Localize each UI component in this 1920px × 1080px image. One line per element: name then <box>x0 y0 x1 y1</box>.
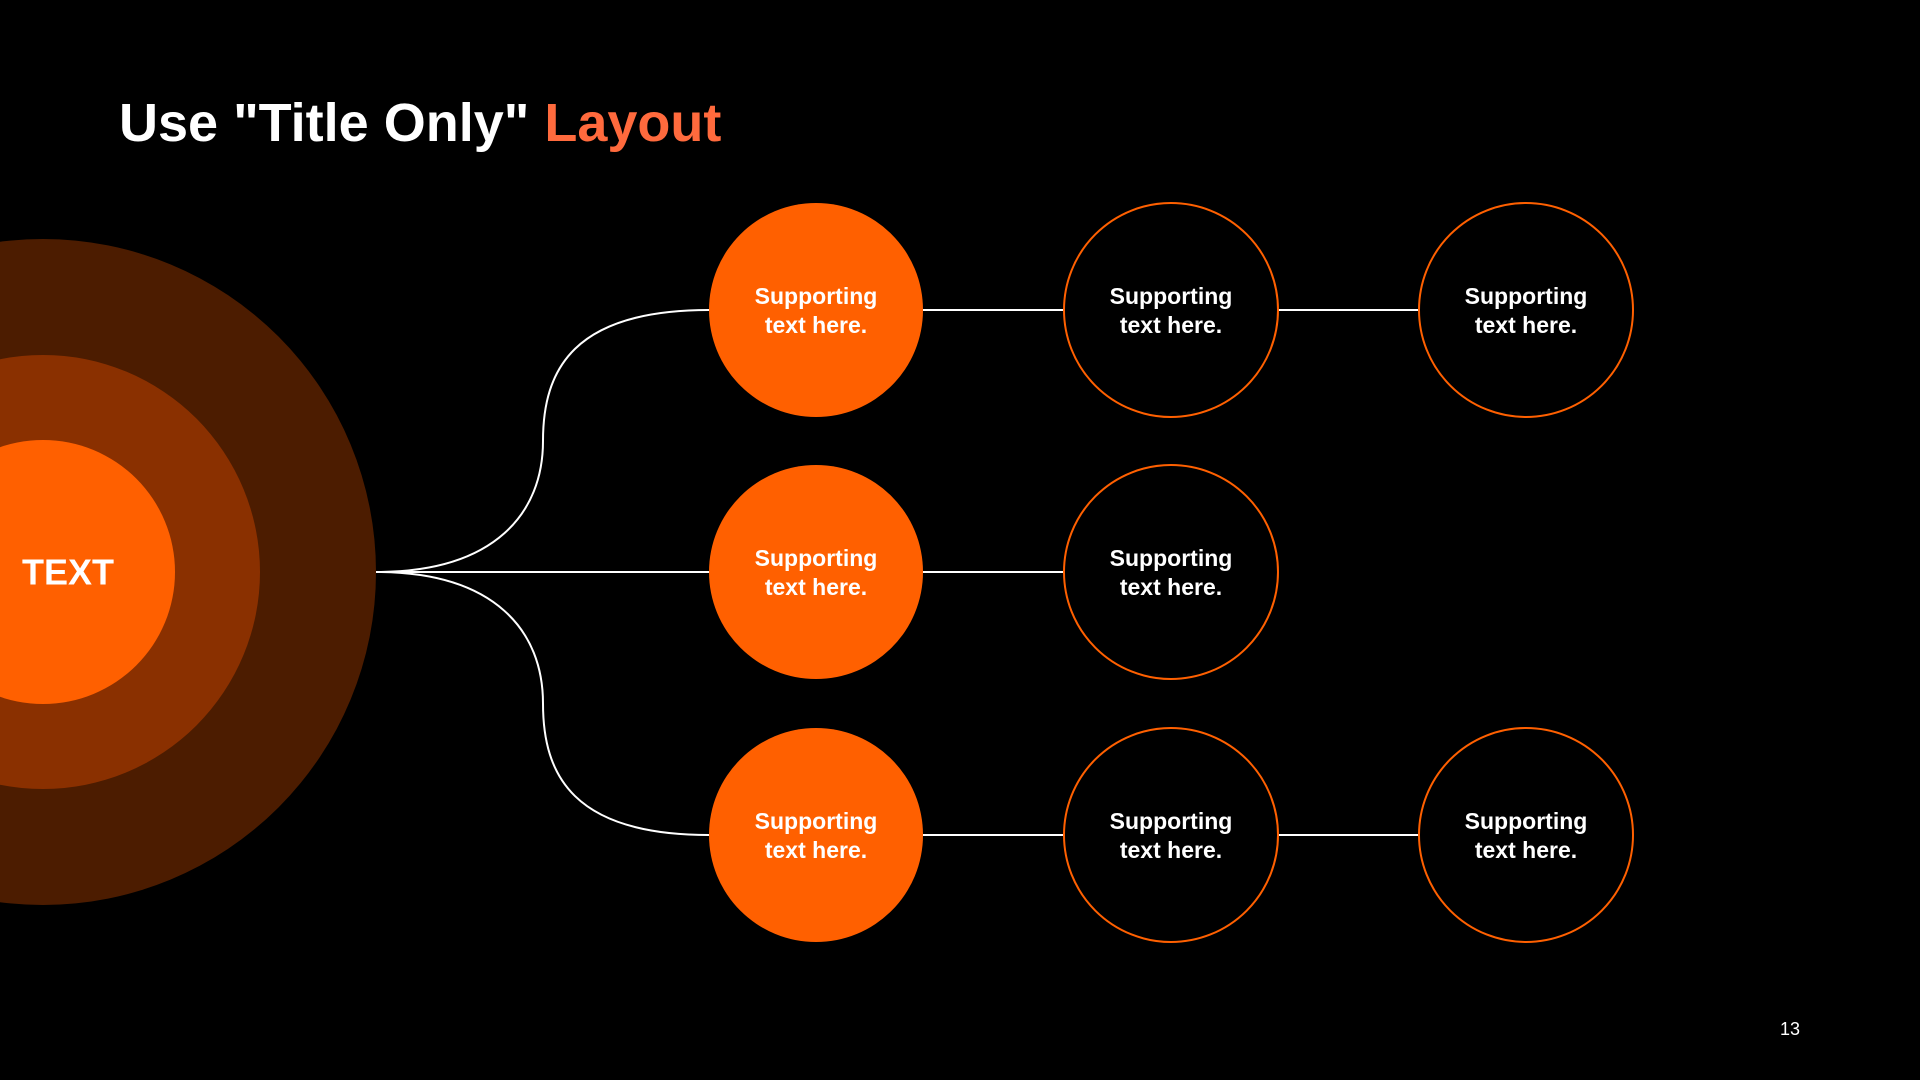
filled-node-circle <box>709 203 923 417</box>
outline-node-circle <box>1418 727 1634 943</box>
inner-circle <box>0 440 175 704</box>
slide-title: Use "Title Only" Layout <box>119 88 721 158</box>
node-text-line1: Supporting <box>755 808 878 834</box>
nodes: Supporting text here. Supporting text here.… <box>709 202 1634 943</box>
branch-connector <box>375 571 710 836</box>
supporting-node: Supporting text here. <box>1063 727 1279 943</box>
central-rings: TEXT <box>0 239 376 905</box>
node-text-line2: text here. <box>1120 312 1222 338</box>
filled-node-circle <box>709 465 923 679</box>
node-text-line1: Supporting <box>1110 283 1233 309</box>
node-text-line2: text here. <box>1120 837 1222 863</box>
node-text-line2: text here. <box>1475 837 1577 863</box>
supporting-node: Supporting text here. <box>709 728 923 942</box>
page-number: 13 <box>1779 1019 1800 1039</box>
node-text-line2: text here. <box>765 574 867 600</box>
filled-node-circle <box>709 728 923 942</box>
outline-node-circle <box>1418 202 1634 418</box>
node-text-line2: text here. <box>1120 574 1222 600</box>
supporting-node: Supporting text here. <box>709 203 923 417</box>
node-text-line1: Supporting <box>1110 808 1233 834</box>
node-text-line1: Supporting <box>755 283 878 309</box>
outline-node-circle <box>1063 202 1279 418</box>
node-text-line2: text here. <box>1475 312 1577 338</box>
node-text-line1: Supporting <box>1465 283 1588 309</box>
center-label: TEXT <box>22 552 114 593</box>
supporting-node: Supporting text here. <box>1063 464 1279 680</box>
node-text-line2: text here. <box>765 312 867 338</box>
branch-connector <box>375 309 710 573</box>
title-main: Use "Title Only" <box>119 93 545 153</box>
outline-node-circle <box>1063 727 1279 943</box>
supporting-node: Supporting text here. <box>1418 202 1634 418</box>
supporting-node: Supporting text here. <box>709 465 923 679</box>
title-accent: Layout <box>544 93 722 153</box>
node-text-line1: Supporting <box>1110 545 1233 571</box>
outline-node-circle <box>1063 464 1279 680</box>
node-text-line2: text here. <box>765 837 867 863</box>
supporting-node: Supporting text here. <box>1418 727 1634 943</box>
supporting-node: Supporting text here. <box>1063 202 1279 418</box>
connectors <box>375 309 1419 836</box>
node-text-line1: Supporting <box>1465 808 1588 834</box>
node-text-line1: Supporting <box>755 545 878 571</box>
